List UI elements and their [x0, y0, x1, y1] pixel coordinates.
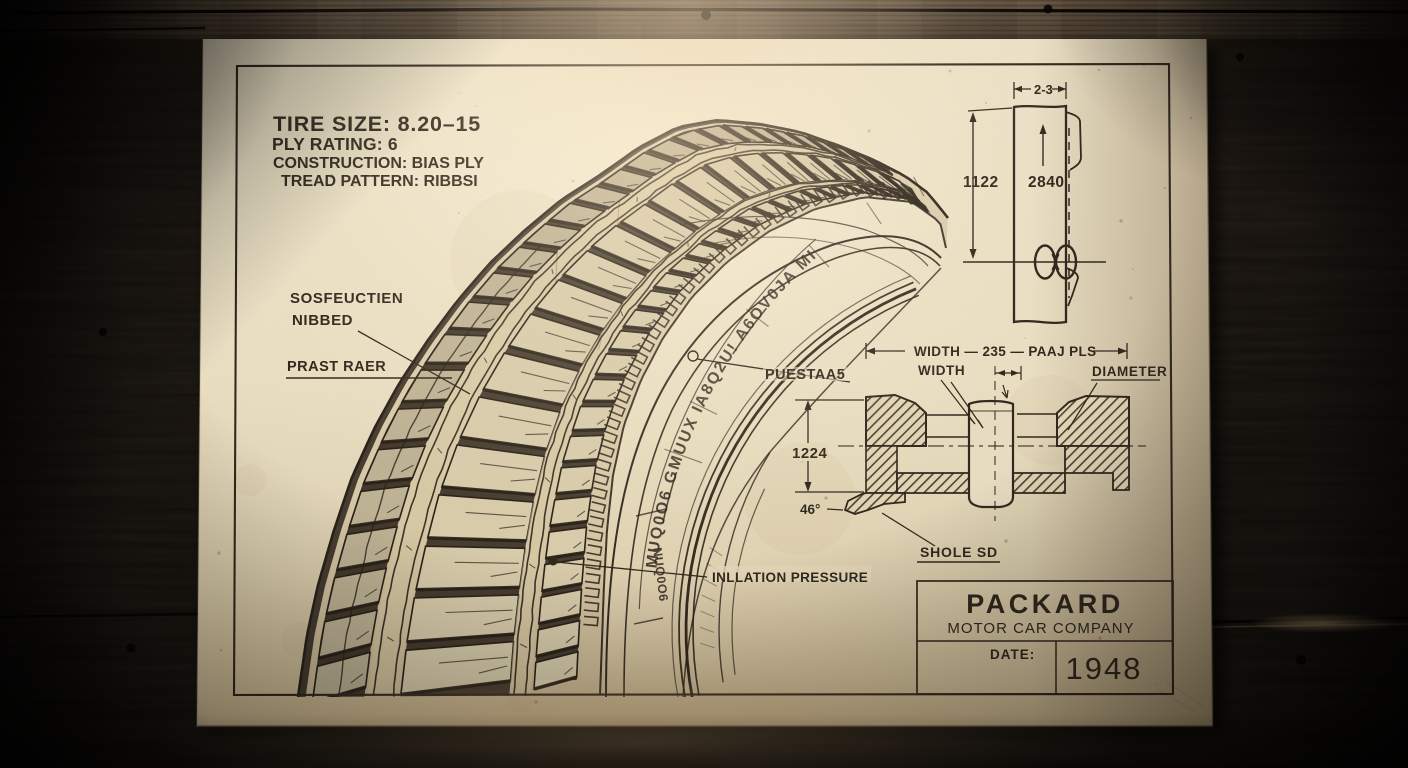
svg-text:46°: 46°: [800, 502, 820, 517]
svg-text:SHOLE SD: SHOLE SD: [920, 544, 998, 560]
svg-text:TREAD PATTERN: RIBBSI: TREAD PATTERN: RIBBSI: [281, 173, 478, 190]
svg-text:2-3: 2-3: [1034, 82, 1053, 97]
svg-text:PUESTAA5: PUESTAA5: [765, 367, 845, 383]
svg-text:MOTOR CAR COMPANY: MOTOR CAR COMPANY: [947, 620, 1134, 637]
svg-text:WIDTH — 235 — PAAJ PLS: WIDTH — 235 — PAAJ PLS: [914, 344, 1097, 359]
svg-text:PRAST RAER: PRAST RAER: [287, 359, 386, 375]
svg-text:INLLATION PRESSURE: INLLATION PRESSURE: [712, 570, 868, 585]
svg-text:2840: 2840: [1028, 174, 1064, 191]
svg-text:TIRE SIZE: 8.20–15: TIRE SIZE: 8.20–15: [273, 112, 481, 136]
svg-text:CONSTRUCTION: BIAS PLY: CONSTRUCTION: BIAS PLY: [273, 155, 484, 172]
svg-text:DATE:: DATE:: [990, 647, 1035, 662]
svg-text:DIAMETER: DIAMETER: [1092, 364, 1167, 379]
svg-text:NIBBED: NIBBED: [292, 312, 353, 329]
svg-text:SOSFEUCTIEN: SOSFEUCTIEN: [290, 290, 403, 307]
svg-text:1122: 1122: [963, 174, 999, 191]
svg-text:1224: 1224: [792, 445, 828, 462]
svg-text:1948: 1948: [1066, 651, 1143, 686]
svg-text:PLY RATING: 6: PLY RATING: 6: [272, 134, 398, 154]
svg-text:PACKARD: PACKARD: [966, 589, 1124, 619]
svg-text:WIDTH: WIDTH: [918, 363, 965, 378]
